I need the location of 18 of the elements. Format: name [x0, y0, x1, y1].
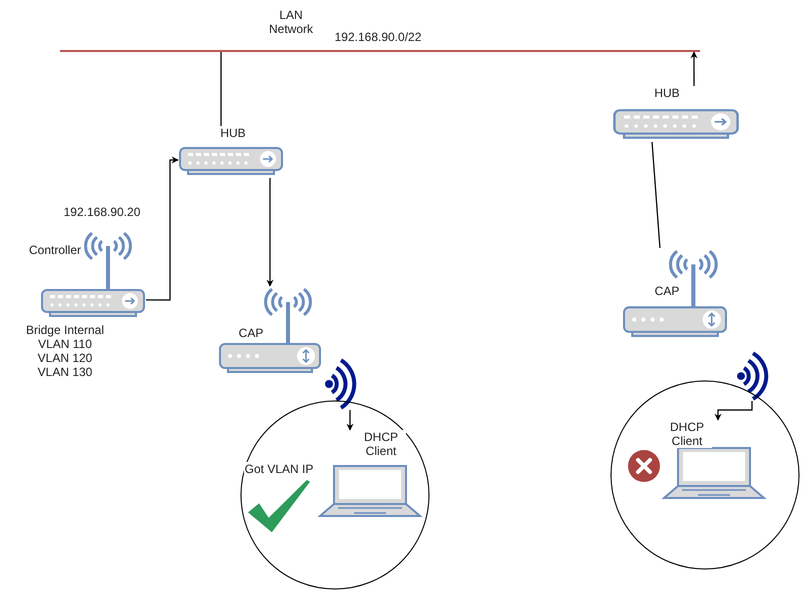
device-label: CAP: [654, 284, 680, 298]
device-label: Bridge Internal VLAN 110 VLAN 120 VLAN 130: [24, 323, 106, 379]
network-label: LAN Network: [268, 8, 314, 36]
connector-line: [266, 178, 274, 287]
network-label: 192.168.90.0/22: [334, 30, 422, 44]
device-label: CAP: [238, 326, 264, 340]
status-label: Got VLAN IP: [244, 462, 314, 476]
connector-line: [146, 156, 179, 301]
device-label: Controller: [28, 243, 82, 257]
connector-line: [690, 51, 698, 86]
network-bus-line: [60, 8, 700, 52]
connector-line: [714, 401, 753, 421]
device-label: HUB: [653, 86, 681, 100]
connector-line: [220, 52, 222, 126]
connector-line: [651, 142, 661, 248]
device-label: 192.168.90.20: [62, 205, 142, 219]
connector-line: [346, 410, 354, 431]
device-label: HUB: [219, 126, 247, 140]
